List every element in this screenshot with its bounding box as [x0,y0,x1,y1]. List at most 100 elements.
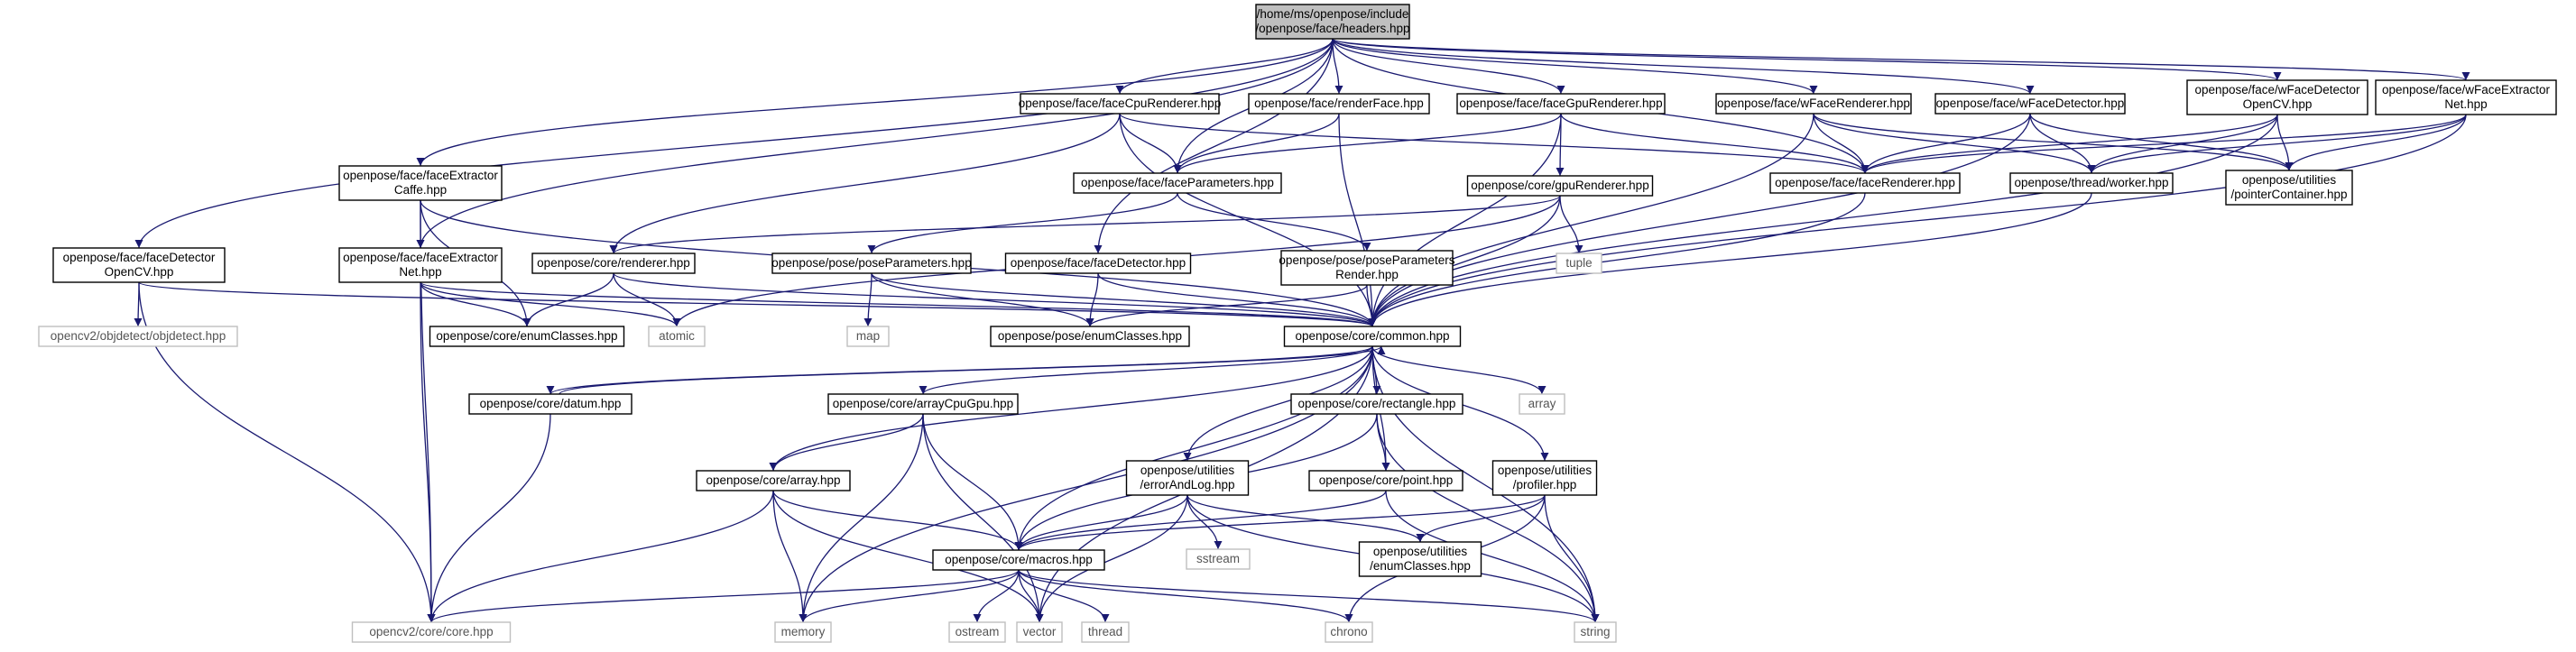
node-root[interactable]: /home/ms/openpose/include/openpose/face/… [1255,4,1410,40]
node-arrayCpuGpu[interactable]: openpose/core/arrayCpuGpu.hpp [827,393,1019,415]
node-errorAndLog[interactable]: openpose/utilities/errorAndLog.hpp [1125,460,1250,496]
node-faceDetector[interactable]: openpose/face/faceDetector.hpp [1004,253,1192,274]
node-label: Net.hpp [399,265,441,279]
node-thread[interactable]: thread [1081,621,1130,643]
node-worker[interactable]: openpose/thread/worker.hpp [2009,172,2174,194]
node-arrayStd[interactable]: array [1519,393,1565,415]
node-faceCpuRenderer[interactable]: openpose/face/faceCpuRenderer.hpp [1019,93,1221,115]
edge-faceGpuRenderer-to-faceRenderer [1560,113,1870,174]
node-renderFace[interactable]: openpose/face/renderFace.hpp [1248,93,1430,115]
node-pointerContainer[interactable]: openpose/utilities/pointerContainer.hpp [2225,170,2353,206]
node-box [1491,460,1598,496]
node-box [771,253,972,274]
node-poseEnumClasses[interactable]: openpose/pose/enumClasses.hpp [990,326,1190,347]
node-label: /pointerContainer.hpp [2230,188,2347,201]
node-memory[interactable]: memory [774,621,832,643]
node-faceParameters[interactable]: openpose/face/faceParameters.hpp [1073,172,1282,194]
edge-poseParameters-to-map [863,272,873,327]
node-faceRenderer[interactable]: openpose/face/faceRenderer.hpp [1769,172,1961,194]
node-label: openpose/core/renderer.hpp [537,256,690,270]
node-box [1308,470,1463,491]
edge-arrayCpuGpu-to-coreArray [769,413,924,472]
node-label: chrono [1330,625,1367,638]
edge-profiler-to-string [1544,494,1600,623]
node-box [2375,79,2557,115]
edge-poseParametersRender-to-poseEnumClasses [1085,284,1368,327]
node-label: openpose/face/faceCpuRenderer.hpp [1019,96,1221,110]
edge-arrayCpuGpu-to-memory [799,413,924,623]
node-wFaceRenderer[interactable]: openpose/face/wFaceRenderer.hpp [1715,93,1912,115]
node-vector[interactable]: vector [1016,621,1063,643]
node-coreArray[interactable]: openpose/core/array.hpp [696,470,851,491]
node-datum[interactable]: openpose/core/datum.hpp [468,393,632,415]
node-rectangle[interactable]: openpose/core/rectangle.hpp [1290,393,1463,415]
node-gpuRenderer[interactable]: openpose/core/gpuRenderer.hpp [1466,175,1654,197]
node-label: openpose/face/faceExtractor [343,251,498,264]
edge-macros-to-memory [799,569,1020,623]
node-box [932,549,1105,571]
node-profiler[interactable]: openpose/utilities/profiler.hpp [1491,460,1598,496]
node-faceGpuRenderer[interactable]: openpose/face/faceGpuRenderer.hpp [1456,93,1666,115]
edge-macros-to-chrono [1018,569,1353,623]
edge-renderer-to-atomic [613,272,681,327]
node-label: openpose/core/gpuRenderer.hpp [1471,179,1648,192]
node-label: OpenCV.hpp [105,265,174,279]
node-box [1715,93,1912,115]
node-box [1574,621,1617,643]
edge-coreArray-to-macros [772,490,1023,551]
node-label: openpose/face/faceDetector.hpp [1011,256,1186,270]
node-box [1004,253,1192,274]
edge-faceExtractorNet-to-coreEnumClasses [420,281,531,327]
edge-faceCpuRenderer-to-faceParameters [1119,113,1182,174]
node-opencvCore[interactable]: opencv2/core/core.hpp [351,621,512,643]
node-renderer[interactable]: openpose/core/renderer.hpp [531,253,696,274]
node-box [338,247,503,283]
edge-macros-to-string [1018,569,1600,623]
edge-renderFace-to-faceParameters [1173,113,1340,174]
edge-wFaceDetectorOpenCV-to-common [1368,114,2278,327]
node-label: openpose/utilities [1498,464,1593,477]
edge-datum-to-common [559,345,1386,395]
node-wFaceDetector[interactable]: openpose/face/wFaceDetector.hpp [1934,93,2126,115]
edge-gpuRenderer-to-common [1368,195,1561,327]
edge-root-to-wFaceDetectorOpenCV [1332,38,2282,81]
node-point[interactable]: openpose/core/point.hpp [1308,470,1463,491]
edge-faceDetector-to-common [1097,272,1377,327]
node-chrono[interactable]: chrono [1325,621,1373,643]
node-objdetect[interactable]: opencv2/objdetect/objdetect.hpp [38,326,238,347]
node-label: openpose/face/faceRenderer.hpp [1775,176,1955,189]
node-label: openpose/face/faceParameters.hpp [1081,176,1274,189]
node-poseParameters[interactable]: openpose/pose/poseParameters.hpp [771,253,972,274]
node-box [2225,170,2353,206]
node-macros[interactable]: openpose/core/macros.hpp [932,549,1105,571]
node-label: Caffe.hpp [394,183,447,197]
edge-root-to-faceExtractorNet [416,38,1334,249]
node-ostream[interactable]: ostream [948,621,1006,643]
node-label: openpose/face/faceGpuRenderer.hpp [1459,96,1662,110]
node-string[interactable]: string [1574,621,1617,643]
edge-wFaceDetectorOpenCV-to-worker [2087,114,2278,174]
node-common[interactable]: openpose/core/common.hpp [1283,326,1462,347]
node-label: openpose/core/macros.hpp [945,553,1093,566]
node-map[interactable]: map [846,326,890,347]
node-label: openpose/face/wFaceRenderer.hpp [1717,96,1910,110]
node-box [1934,93,2126,115]
node-label: openpose/pose/enumClasses.hpp [998,329,1182,343]
node-sstream[interactable]: sstream [1186,548,1251,570]
node-utilEnumClasses[interactable]: openpose/utilities/enumClasses.hpp [1358,541,1482,577]
node-label: memory [781,625,826,638]
node-box [1280,250,1454,286]
node-box [52,247,226,283]
node-atomic[interactable]: atomic [648,326,706,347]
node-box [1556,253,1602,274]
node-coreEnumClasses[interactable]: openpose/core/enumClasses.hpp [429,326,625,347]
node-tuple[interactable]: tuple [1556,253,1602,274]
edge-root-to-faceExtractorCaffe [416,38,1334,167]
edge-point-to-macros [1014,490,1387,551]
